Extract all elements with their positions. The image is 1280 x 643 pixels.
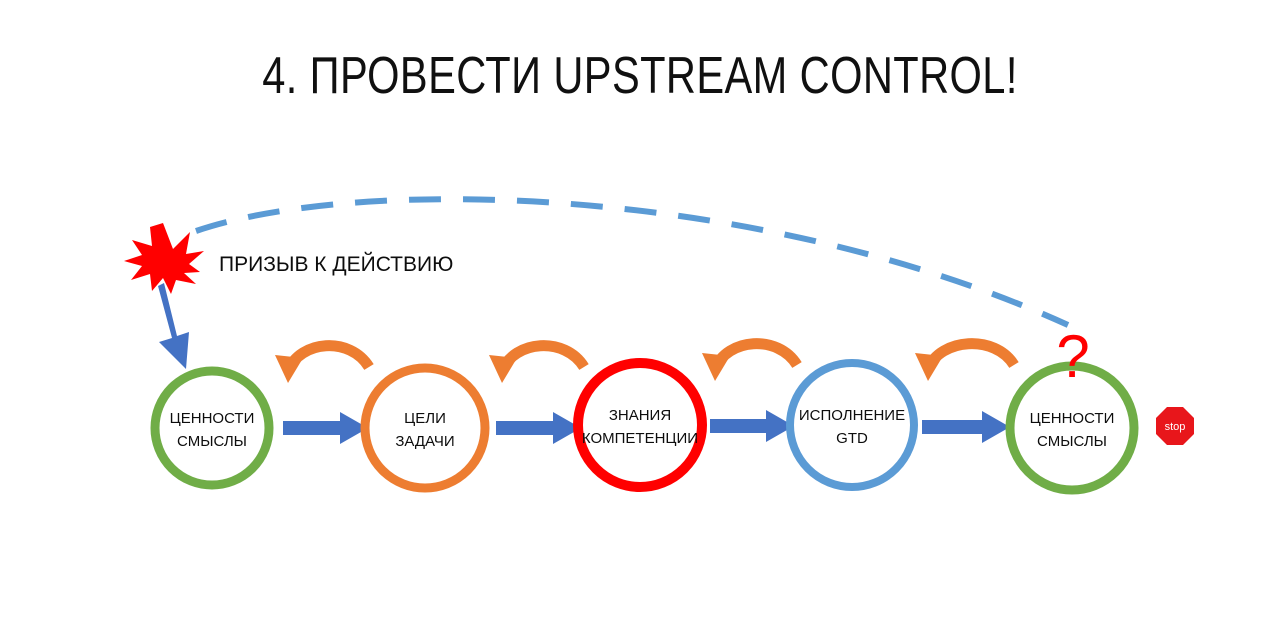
forward-arrow-goals-to-knowledge [496, 412, 581, 444]
node-goals-line2: ЗАДАЧИ [395, 433, 454, 450]
node-values-1-line1: ЦЕННОСТИ [170, 410, 255, 427]
node-knowledge-line2: КОМПЕТЕНЦИИ [582, 430, 698, 447]
node-values-1[interactable]: ЦЕННОСТИ СМЫСЛЫ [150, 366, 274, 490]
feedback-arrow-execution-to-knowledge [702, 338, 802, 381]
feedback-arrow-knowledge-to-goals [489, 340, 589, 383]
node-knowledge[interactable]: ЗНАНИЯ КОМПЕТЕНЦИИ [573, 358, 707, 492]
node-execution-line2: GTD [836, 430, 868, 447]
node-execution[interactable]: ИСПОЛНЕНИЕ GTD [786, 359, 918, 491]
page-title: 4. ПРОВЕСТИ UPSTREAM CONTROL! [262, 47, 1018, 105]
stop-sign-icon[interactable]: stop [1156, 407, 1194, 445]
node-values-2-line1: ЦЕННОСТИ [1030, 410, 1115, 427]
node-goals-line1: ЦЕЛИ [404, 410, 446, 427]
entry-arrow [158, 283, 189, 369]
forward-arrow-values1-to-goals [283, 412, 368, 444]
question-mark-icon: ? [1056, 323, 1089, 390]
node-values-2-line2: СМЫСЛЫ [1037, 433, 1107, 450]
feedback-arrow-values2-to-execution [915, 338, 1019, 381]
upstream-dashed-arc [195, 196, 1070, 328]
node-execution-ring [786, 359, 918, 491]
node-knowledge-line1: ЗНАНИЯ [609, 407, 671, 424]
node-goals-ring [360, 363, 490, 493]
node-values-1-ring [150, 366, 274, 490]
node-values-2-ring [1005, 361, 1139, 495]
node-values-1-line2: СМЫСЛЫ [177, 433, 247, 450]
forward-arrow-execution-to-values2 [922, 411, 1010, 443]
node-execution-line1: ИСПОЛНЕНИЕ [799, 407, 905, 424]
node-goals[interactable]: ЦЕЛИ ЗАДАЧИ [360, 363, 490, 493]
explosion-star-icon [124, 223, 204, 294]
forward-arrow-knowledge-to-execution [710, 410, 794, 442]
stop-sign-label: stop [1165, 421, 1186, 433]
node-values-2[interactable]: ЦЕННОСТИ СМЫСЛЫ [1005, 361, 1139, 495]
call-to-action-label: ПРИЗЫВ К ДЕЙСТВИЮ [219, 252, 453, 276]
feedback-arrow-goals-to-values1 [275, 340, 374, 383]
node-knowledge-ring [573, 358, 707, 492]
